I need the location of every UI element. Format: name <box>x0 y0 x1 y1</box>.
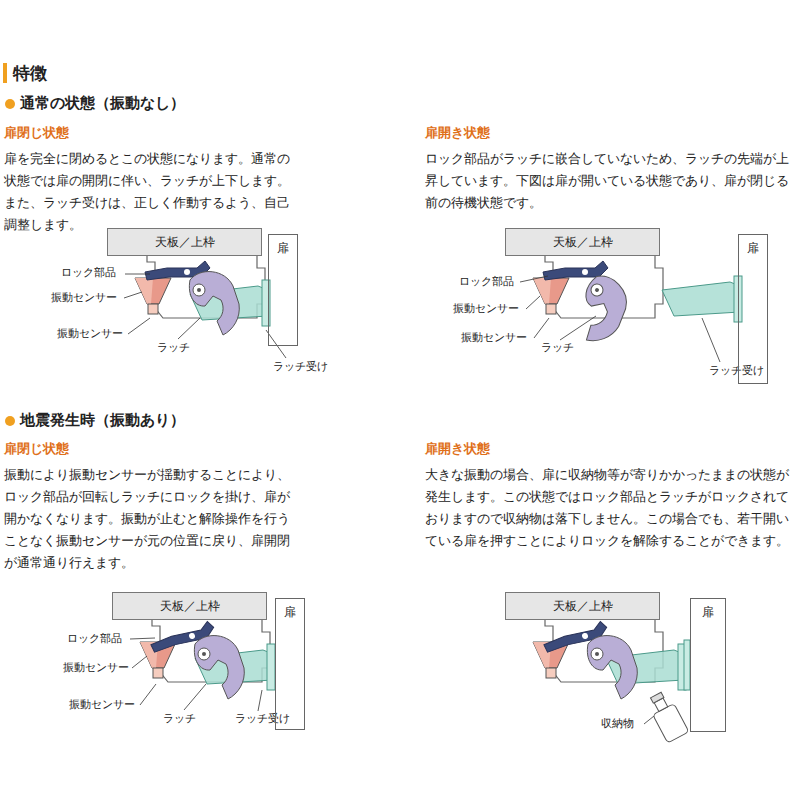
part-label: ラッチ受け <box>708 364 765 378</box>
part-label: 振動センサー <box>56 327 124 341</box>
leader-line <box>644 716 654 724</box>
door-panel: 扉 <box>690 598 726 732</box>
body-text: ロック部品がラッチに嵌合していないため、ラッチの先端が上昇しています。下図は扉が… <box>425 148 793 214</box>
state-heading: 扉開き状態 <box>425 125 490 141</box>
door-panel: 扉 <box>738 234 768 384</box>
door-label: 扉 <box>269 241 297 255</box>
latch-mechanism <box>533 620 690 699</box>
panel-label: 天板／上枠 <box>160 599 220 613</box>
latch-mechanism <box>135 256 270 335</box>
latch-mechanism <box>533 256 742 350</box>
body-text: 振動により振動センサーが揺動することにより、ロック部品が回転しラッチにロックを掛… <box>4 464 300 574</box>
body-text: 扉を完全に閉めるとこの状態になります。通常の状態では扉の開閉に伴い、ラッチが上下… <box>4 148 300 236</box>
part-label: ロック部品 <box>66 632 123 646</box>
leader-lines <box>130 638 262 711</box>
part-label: 振動センサー <box>460 331 528 345</box>
heading-bar <box>3 63 7 83</box>
panel-label: 天板／上枠 <box>553 235 613 249</box>
part-label: 振動センサー <box>50 291 118 305</box>
panel-label: 天板／上枠 <box>553 599 613 613</box>
leader-lines <box>520 276 720 362</box>
bullet-dot <box>5 416 15 426</box>
state-heading: 扉開き状態 <box>425 441 490 457</box>
latch-mechanism <box>140 620 275 699</box>
part-label: ロック部品 <box>60 266 117 280</box>
top-panel: 天板／上枠 <box>505 228 660 256</box>
part-label: 振動センサー <box>68 698 136 712</box>
top-panel: 天板／上枠 <box>107 228 262 256</box>
door-label: 扉 <box>739 241 767 255</box>
stored-item <box>645 689 689 743</box>
section-heading: 地震発生時（振動あり） <box>20 411 185 430</box>
door-panel: 扉 <box>275 598 305 730</box>
door-label: 扉 <box>691 605 725 619</box>
part-label: ラッチ受け <box>234 712 291 726</box>
body-text: 大きな振動の場合、扉に収納物等が寄りかかったままの状態が発生します。この状態では… <box>425 464 793 552</box>
page-heading: 特徴 <box>13 62 47 84</box>
part-label: 振動センサー <box>452 302 520 316</box>
top-panel: 天板／上枠 <box>505 592 660 620</box>
part-label: ロック部品 <box>458 275 515 289</box>
panel-label: 天板／上枠 <box>155 235 215 249</box>
door-label: 扉 <box>276 605 304 619</box>
part-label: ラッチ <box>540 341 575 355</box>
top-panel: 天板／上枠 <box>112 592 267 620</box>
state-heading: 扉閉じ状態 <box>4 125 69 141</box>
part-label: ラッチ <box>162 712 197 726</box>
state-heading: 扉閉じ状態 <box>4 441 69 457</box>
part-label: ラッチ受け <box>272 360 329 374</box>
part-label: 収納物 <box>600 717 635 731</box>
door-panel: 扉 <box>268 234 298 346</box>
bullet-dot <box>5 99 15 109</box>
leader-lines <box>124 274 286 358</box>
part-label: 振動センサー <box>62 661 130 675</box>
section-heading: 通常の状態（振動なし） <box>20 94 185 113</box>
part-label: ラッチ <box>156 341 191 355</box>
